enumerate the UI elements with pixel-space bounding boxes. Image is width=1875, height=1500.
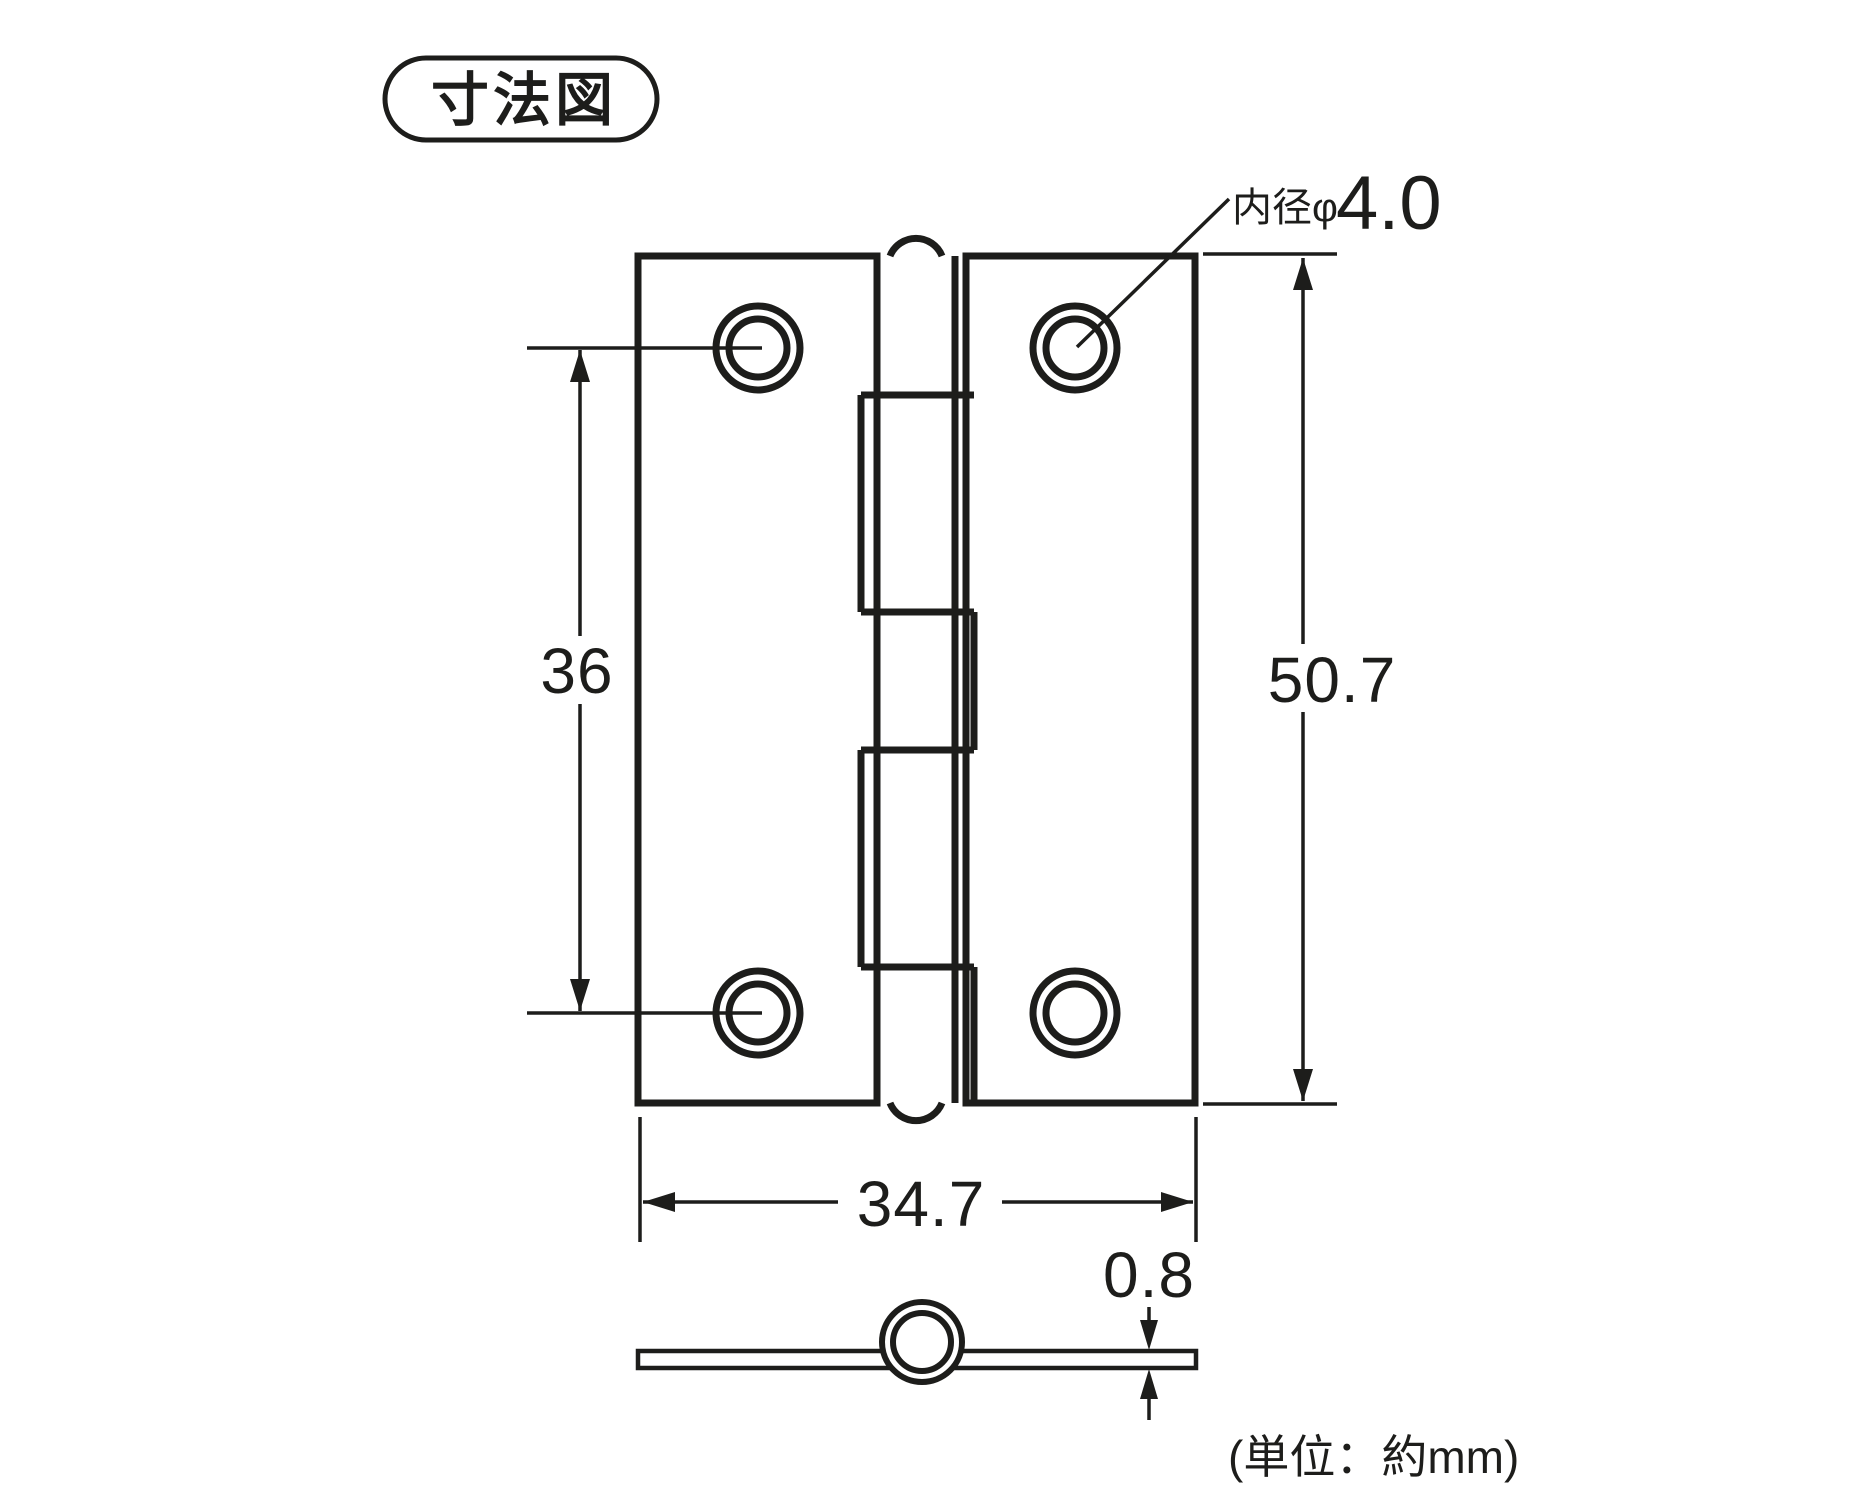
dimension-width: 34.7 xyxy=(638,1117,1198,1242)
title-badge: 寸法図 xyxy=(382,55,660,143)
arrowhead-down xyxy=(1140,1320,1158,1350)
leader-line xyxy=(1075,197,1231,349)
arrowhead-right xyxy=(1161,1192,1193,1212)
inner-diameter-value: 4.0 xyxy=(1336,161,1442,246)
dimension-height: 50.7 xyxy=(1203,252,1397,1106)
pin-bottom-arc xyxy=(886,1101,946,1125)
width-value: 34.7 xyxy=(857,1168,986,1240)
arrowhead-up xyxy=(1293,258,1313,290)
title-badge-outline xyxy=(382,55,660,143)
hole-inner-circle xyxy=(1042,315,1108,381)
title-text: 寸法図 xyxy=(431,68,617,133)
dimension-hole-pitch: 36 xyxy=(527,346,762,1015)
arrowhead-left xyxy=(643,1192,675,1212)
hole-outer-circle xyxy=(1029,302,1121,394)
inner-diameter-callout: 内径φ 4.0 xyxy=(1075,161,1442,349)
hinge-barrel xyxy=(857,234,978,1125)
knuckle-ring-inner xyxy=(890,1310,954,1374)
unit-note: (単位：約mm) xyxy=(1228,1431,1519,1483)
arrowhead-up xyxy=(1140,1369,1158,1399)
screw-hole-bottom-right xyxy=(1029,967,1121,1059)
hole-outer-circle xyxy=(1029,967,1121,1059)
hole-pitch-value: 36 xyxy=(540,635,613,707)
left-leaf xyxy=(634,252,881,1107)
dimension-thickness: 0.8 xyxy=(1103,1239,1195,1420)
height-value: 50.7 xyxy=(1268,644,1397,716)
screw-hole-top-right xyxy=(1029,302,1121,394)
thickness-value: 0.8 xyxy=(1103,1239,1195,1311)
side-left-leaf xyxy=(635,1348,901,1371)
pin-top-arc xyxy=(886,234,946,258)
arrowhead-down xyxy=(570,979,590,1011)
hole-inner-circle xyxy=(1042,980,1108,1046)
inner-diameter-prefix: 内径φ xyxy=(1232,186,1338,230)
right-leaf xyxy=(962,252,1199,1107)
side-right-leaf xyxy=(945,1348,1199,1371)
arrowhead-up xyxy=(570,350,590,382)
arrowhead-down xyxy=(1293,1069,1313,1101)
hinge-front-view xyxy=(634,234,1199,1125)
hinge-side-view xyxy=(635,1299,1199,1385)
